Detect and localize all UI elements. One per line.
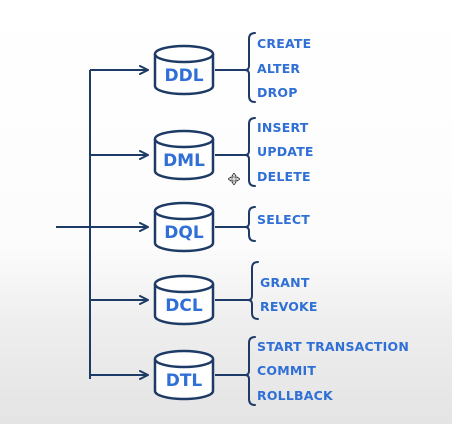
trunk [56,70,91,379]
bracket-dcl [247,261,259,320]
cylinder-body [153,211,215,253]
move-cursor-icon [228,173,240,185]
category-label-ddl: DDL [164,66,203,86]
command-select: SELECT [257,212,310,227]
group-dql: DQL [90,201,256,253]
cylinder-dcl-icon [153,274,215,326]
category-label-dtl: DTL [166,371,203,391]
command-rollback: ROLLBACK [257,388,333,403]
group-dcl: DCL [90,261,259,326]
category-label-dml: DML [163,151,205,171]
cylinder-top [153,129,215,149]
command-update: UPDATE [257,144,314,159]
cylinder-body [153,139,215,181]
command-create: CREATE [257,36,312,51]
group-dml: DML [90,117,256,187]
cylinder-dml-icon [153,129,215,181]
bracket-dtl [244,336,256,406]
cylinder-dtl-icon [153,349,215,401]
command-insert: INSERT [257,120,309,135]
command-start-transaction: START TRANSACTION [257,339,409,354]
command-alter: ALTER [257,61,301,76]
command-drop: DROP [257,85,298,100]
cylinder-body [153,54,215,96]
group-ddl: DDL [90,32,256,103]
cylinder-body [153,359,215,401]
cylinder-top [153,274,215,294]
bracket-dql [244,206,256,242]
cylinder-dql-icon [153,201,215,253]
cylinder-ddl-icon [153,44,215,96]
bracket-dml [244,117,256,187]
cylinder-body [153,284,215,326]
category-label-dql: DQL [164,223,204,243]
category-label-dcl: DCL [165,296,203,316]
bracket-ddl [244,32,256,103]
cylinder-top [153,201,215,221]
command-grant: GRANT [260,275,310,290]
command-revoke: REVOKE [260,299,318,314]
command-delete: DELETE [257,169,311,184]
group-dtl: DTL [90,336,256,406]
cylinder-top [153,44,215,64]
cylinder-top [153,349,215,369]
command-commit: COMMIT [257,363,317,378]
groups-layer: DDL DML DQL DCL DTL [90,32,259,406]
